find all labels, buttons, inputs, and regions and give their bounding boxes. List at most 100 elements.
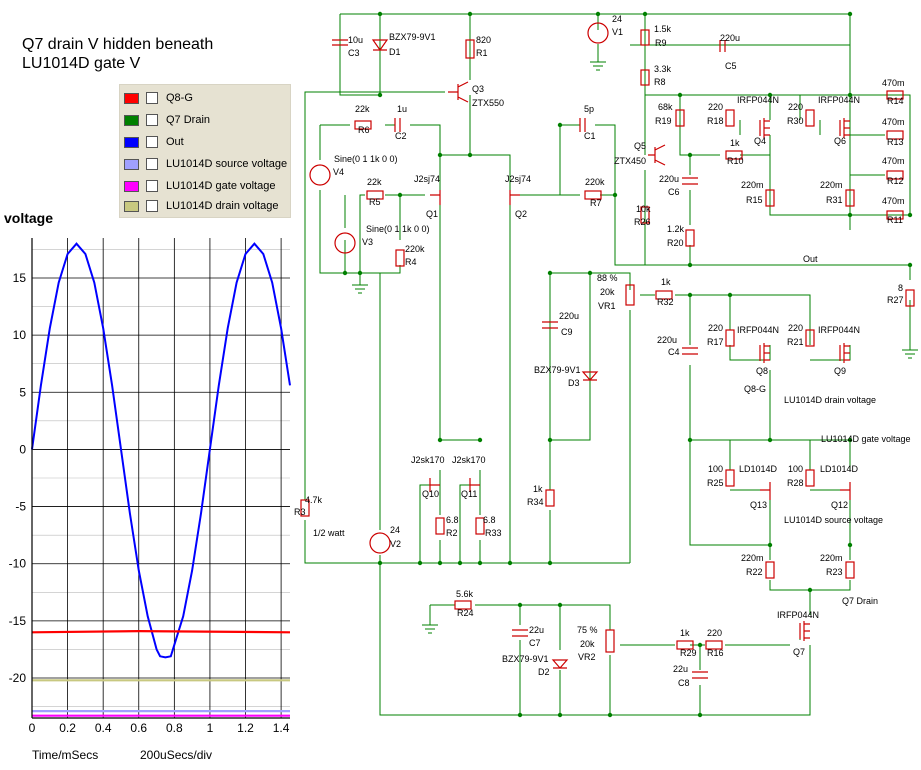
junction-dot	[377, 92, 383, 98]
x-tick-label: 0	[29, 721, 36, 735]
schematic-label: 8	[898, 283, 903, 293]
junction-dot	[437, 152, 443, 158]
legend-label: LU1014D source voltage	[166, 158, 288, 170]
junction-dot	[547, 560, 553, 566]
schematic-label: R32	[657, 297, 674, 307]
schematic-label: Sine(0 1 1k 0 0)	[366, 224, 430, 234]
schematic-label: IRFP044N	[737, 95, 779, 105]
legend-label: Q8-G	[166, 92, 193, 104]
junction-dot	[417, 560, 423, 566]
y-tick-label: 10	[13, 328, 27, 342]
schematic-label: R13	[887, 137, 904, 147]
legend-item-gate[interactable]: LU1014D gate voltage	[124, 177, 275, 195]
schematic-label: R19	[655, 116, 672, 126]
plot-title-line2: LU1014D gate V	[22, 55, 141, 72]
schematic-label: R18	[707, 116, 724, 126]
schematic-label: 220k	[585, 177, 605, 187]
junction-dot	[547, 437, 553, 443]
schematic-label: 10k	[636, 204, 651, 214]
legend-checkbox[interactable]	[146, 114, 158, 126]
schematic-components	[300, 22, 915, 679]
schematic-label: R3	[294, 507, 306, 517]
schematic-label: 470m	[882, 156, 905, 166]
schematic-label: 470m	[882, 78, 905, 88]
legend-checkbox[interactable]	[146, 92, 158, 104]
schematic-label: R20	[667, 238, 684, 248]
schematic-label: 220m	[820, 180, 843, 190]
legend-checkbox[interactable]	[146, 200, 158, 212]
schematic-label: 220m	[741, 553, 764, 563]
schematic-label: R24	[457, 608, 474, 618]
schematic-label: 820	[476, 35, 491, 45]
schematic-label: 4.7k	[305, 495, 323, 505]
schematic-label: LD1014D	[739, 464, 778, 474]
schematic-label: 24	[612, 14, 622, 24]
schematic-label: LU1014D gate voltage	[821, 434, 911, 444]
junction-dot	[457, 560, 463, 566]
y-tick-label: -10	[9, 557, 27, 571]
y-tick-label: 5	[19, 385, 26, 399]
schematic-label: R23	[826, 567, 843, 577]
schematic-label: 1k	[680, 628, 690, 638]
schematic-label: IRFP044N	[818, 325, 860, 335]
legend-checkbox[interactable]	[146, 180, 158, 192]
legend-item-q8g[interactable]: Q8-G	[124, 89, 193, 107]
schematic-label: 100	[788, 464, 803, 474]
junction-dot	[907, 262, 913, 268]
schematic-label: 22k	[355, 104, 370, 114]
legend-checkbox[interactable]	[146, 136, 158, 148]
schematic-label: BZX79-9V1	[389, 32, 436, 42]
junction-dot	[595, 11, 601, 17]
schematic-label: 20k	[600, 287, 615, 297]
junction-dot	[517, 712, 523, 718]
junction-dot	[687, 152, 693, 158]
schematic-label: R22	[746, 567, 763, 577]
junction-dot	[847, 437, 853, 443]
schematic-label: 220m	[820, 553, 843, 563]
junction-dot	[377, 560, 383, 566]
schematic-label: R29	[680, 648, 697, 658]
schematic-label: 220	[788, 102, 803, 112]
schematic-label: V1	[612, 27, 623, 37]
schematic-label: C7	[529, 638, 541, 648]
junction-dot	[477, 560, 483, 566]
x-tick-label: 1.2	[237, 721, 254, 735]
legend-item-q7-drain[interactable]: Q7 Drain	[124, 111, 210, 129]
schematic-label: 220u	[657, 335, 677, 345]
legend-label: LU1014D gate voltage	[166, 180, 276, 192]
junction-dot	[437, 437, 443, 443]
junction-dot	[642, 11, 648, 17]
schematic-label: 1k	[661, 277, 671, 287]
legend-item-out[interactable]: Out	[124, 133, 184, 151]
schematic-label: 470m	[882, 117, 905, 127]
x-tick-label: 1.4	[273, 721, 290, 735]
legend-item-drain[interactable]: LU1014D drain voltage	[124, 197, 279, 215]
schematic-label: 470m	[882, 196, 905, 206]
junction-dot	[557, 602, 563, 608]
schematic-label: 1u	[397, 104, 407, 114]
schematic-label: J2sk170	[452, 455, 486, 465]
plot-title-line1: Q7 drain V hidden beneath	[22, 36, 214, 53]
schematic-label: Q1	[426, 209, 438, 219]
schematic-label: IRFP044N	[777, 610, 819, 620]
schematic-label: Q12	[831, 500, 848, 510]
schematic-label: 10u	[348, 35, 363, 45]
legend-swatch	[124, 92, 139, 104]
x-tick-label: 0.2	[59, 721, 76, 735]
schematic-label: 1.2k	[667, 224, 685, 234]
schematic-label: R10	[727, 156, 744, 166]
legend-swatch	[124, 180, 139, 192]
legend-label: Q7 Drain	[166, 114, 211, 126]
schematic-label: C4	[668, 347, 680, 357]
schematic-label: 1/2 watt	[313, 528, 345, 538]
schematic-label: R31	[826, 195, 843, 205]
schematic-label: IRFP044N	[737, 325, 779, 335]
junction-dot	[397, 192, 403, 198]
schematic-label: R15	[746, 195, 763, 205]
schematic-label: 22u	[529, 625, 544, 635]
junction-dot	[587, 270, 593, 276]
legend-checkbox[interactable]	[146, 158, 158, 170]
legend-item-source[interactable]: LU1014D source voltage	[124, 155, 287, 173]
